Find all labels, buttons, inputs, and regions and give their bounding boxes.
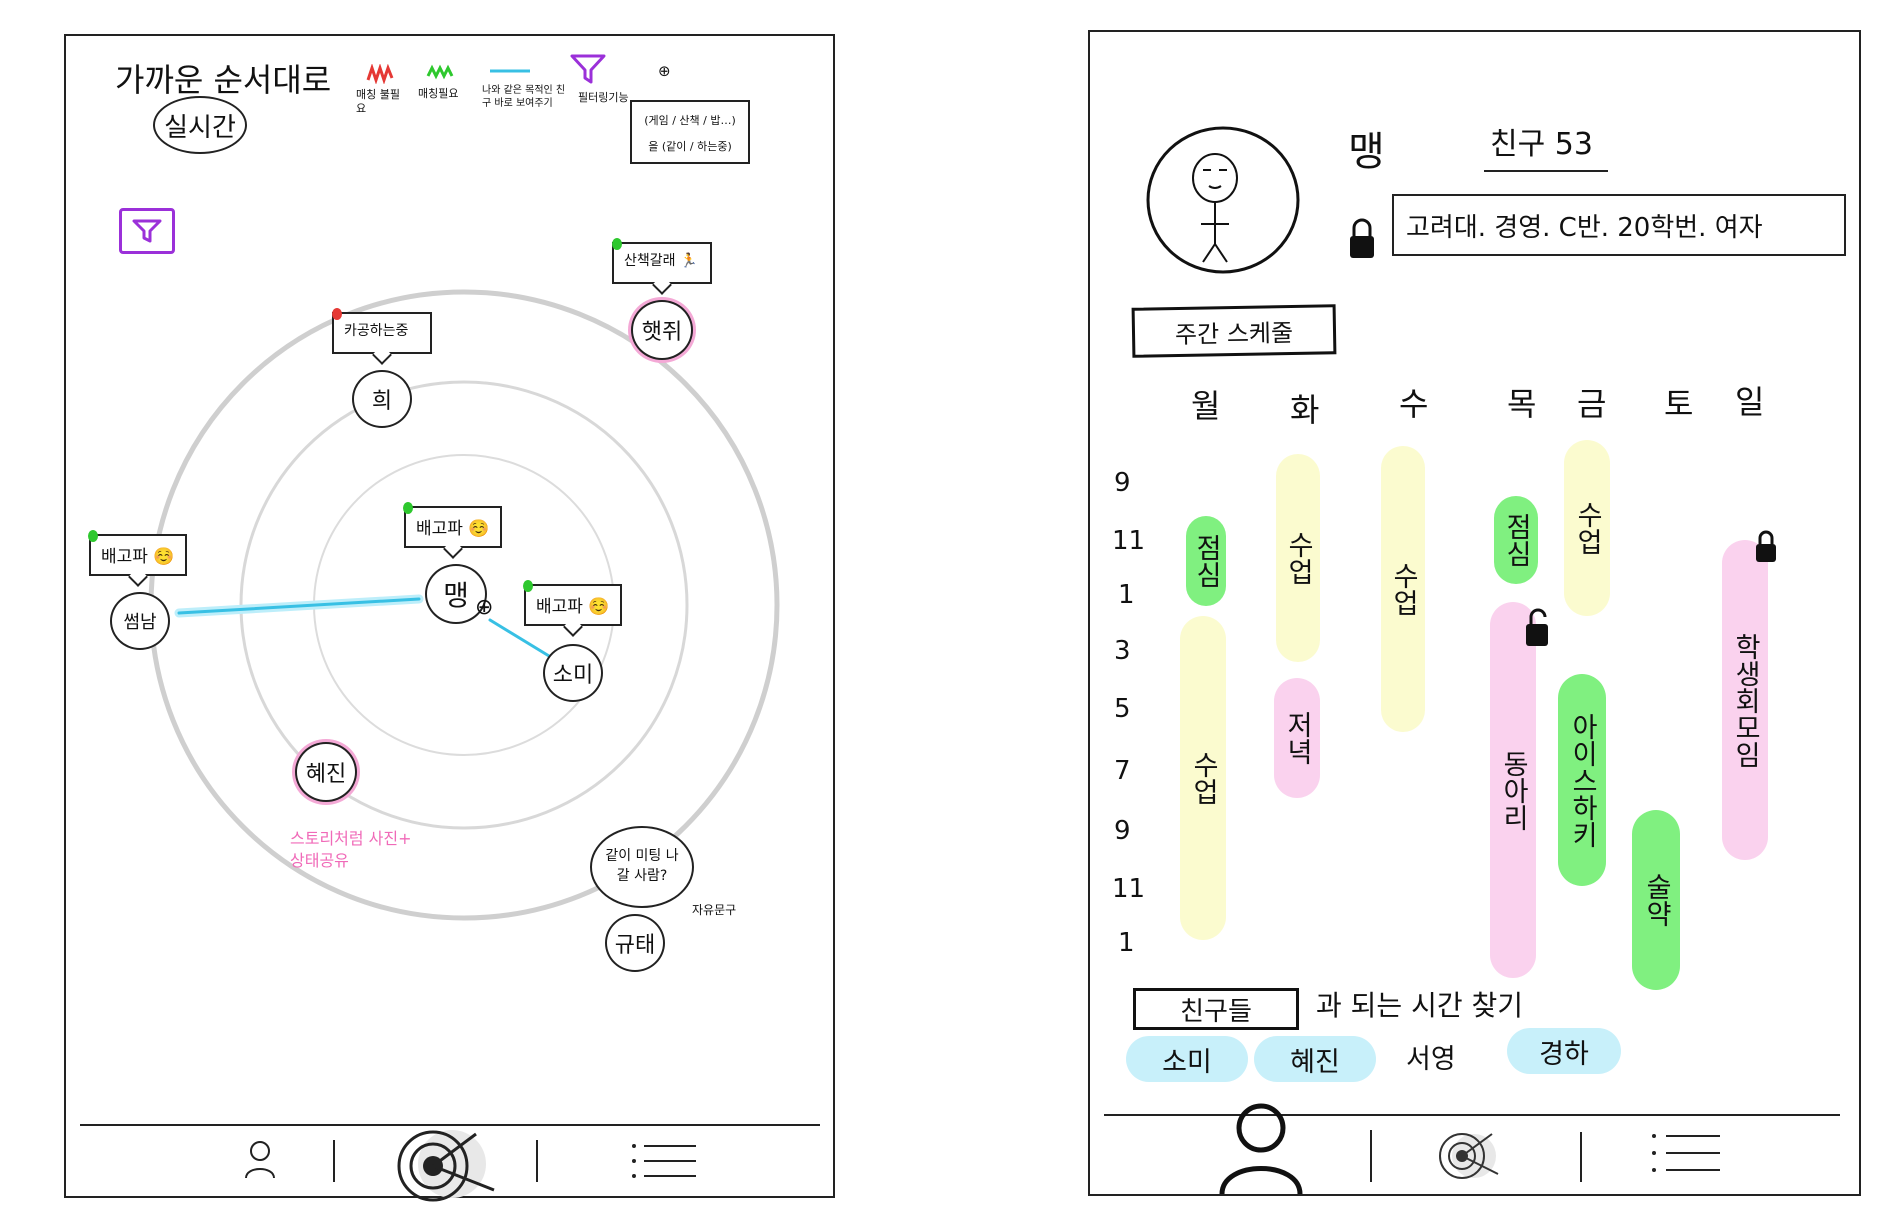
green-status-dot	[403, 502, 413, 514]
green-status-dot	[612, 238, 622, 250]
red-status-dot	[332, 308, 342, 320]
node-hyejin[interactable]: 혜진	[295, 742, 357, 802]
day-wed: 수	[1399, 385, 1429, 423]
bottom-nav-divider	[1104, 1114, 1840, 1116]
nav-separator	[333, 1140, 335, 1182]
hour-label: 11	[1112, 874, 1146, 904]
match-line-somi	[488, 618, 551, 658]
nav-separator	[1370, 1130, 1372, 1182]
block-thu-lunch[interactable]: 점심	[1494, 496, 1538, 584]
profile-info-box: 고려대. 경영. C반. 20학번. 여자	[1392, 194, 1846, 256]
page-title: 가까운 순서대로	[115, 61, 332, 99]
blue-line-icon	[490, 69, 530, 73]
list-tab-icon[interactable]	[1650, 1130, 1724, 1176]
block-sun-council[interactable]: 학생회모임	[1722, 540, 1768, 860]
green-status-dot	[88, 530, 98, 542]
profile-name: 맹	[1348, 129, 1385, 175]
status-tag-hetjwi: 산책갈래 🏃	[612, 242, 712, 284]
day-tue: 화	[1290, 391, 1320, 429]
friend-count-underline	[1484, 170, 1608, 172]
block-wed-class[interactable]: 수업	[1381, 446, 1425, 732]
friend-name-seoyoung[interactable]: 서영	[1406, 1044, 1456, 1075]
friend-chip-somi[interactable]: 소미	[1126, 1036, 1248, 1082]
friend-count[interactable]: 친구 53	[1490, 127, 1593, 162]
radar-rings	[148, 289, 780, 921]
plus-note-box: (게임 / 산책 / 밥…)을 (같이 / 하는중)	[630, 100, 750, 164]
hour-label: 3	[1114, 636, 1131, 666]
gyutae-free-text-note: 자유문구	[692, 903, 737, 917]
block-mon-class[interactable]: 수업	[1180, 616, 1226, 940]
unlock-icon	[1526, 608, 1548, 646]
legend-filter: 필터링기능	[578, 91, 629, 104]
avatar[interactable]	[1145, 124, 1301, 276]
lock-icon	[1756, 530, 1776, 562]
friends-label-box[interactable]: 친구들	[1133, 988, 1299, 1030]
day-fri: 금	[1577, 385, 1607, 423]
friend-chip-gyeongha[interactable]: 경하	[1507, 1028, 1621, 1074]
block-mon-lunch[interactable]: 점심	[1186, 516, 1226, 606]
block-tue-dinner[interactable]: 저녁	[1274, 678, 1320, 798]
status-tag-center: 배고파 ☺️	[404, 506, 502, 548]
green-status-dot	[523, 580, 533, 592]
profile-tab-icon[interactable]	[1216, 1102, 1306, 1196]
hour-label: 5	[1114, 694, 1131, 724]
nav-separator	[1580, 1132, 1582, 1182]
block-fri-hockey[interactable]: 아이스하키	[1558, 674, 1606, 886]
realtime-badge: 실시간	[153, 96, 247, 154]
hour-label: 9	[1114, 468, 1131, 498]
hour-label: 1	[1118, 928, 1135, 958]
schedule-title-box: 주간 스케줄	[1131, 304, 1337, 358]
hour-label: 1	[1118, 580, 1135, 610]
find-common-time-label: 과 되는 시간 찾기	[1316, 989, 1524, 1022]
block-fri-class[interactable]: 수업	[1564, 440, 1610, 616]
node-gyutae[interactable]: 규태	[605, 914, 665, 972]
plus-circle-icon[interactable]: ⊕	[475, 595, 494, 620]
node-sseomnam[interactable]: 썸남	[110, 592, 170, 650]
status-tag-somi: 배고파 ☺️	[524, 584, 622, 626]
block-tue-class[interactable]: 수업	[1276, 454, 1320, 662]
day-sun: 일	[1735, 383, 1765, 421]
node-hee[interactable]: 희	[352, 370, 412, 428]
hour-label: 7	[1114, 756, 1131, 786]
gyutae-speech-bubble: 같이 미팅 나갈 사람?	[590, 826, 694, 908]
hour-label: 9	[1114, 816, 1131, 846]
plus-circle-icon: ⊕	[658, 62, 671, 80]
legend-line: 나와 같은 목적인 친구 바로 보여주기	[482, 85, 566, 109]
day-sat: 토	[1664, 385, 1694, 423]
day-mon: 월	[1191, 387, 1221, 425]
friend-chip-hyejin[interactable]: 혜진	[1254, 1036, 1376, 1082]
filter-icon	[132, 219, 162, 243]
legend-no-match: 매칭 불필요	[356, 88, 400, 116]
status-tag-sseomnam: 배고파 ☺️	[89, 534, 187, 576]
profile-tab-icon[interactable]	[242, 1138, 278, 1182]
lock-icon	[1350, 218, 1374, 258]
block-sat-drink[interactable]: 술약	[1632, 810, 1680, 990]
filter-icon	[570, 54, 606, 84]
radar-tab-icon[interactable]	[1434, 1128, 1506, 1184]
red-scribble-icon	[366, 64, 394, 84]
list-tab-icon[interactable]	[630, 1140, 700, 1182]
status-tag-hee: 카공하는중	[332, 312, 432, 354]
bottom-nav-divider	[80, 1124, 820, 1126]
block-thu-club[interactable]: 동아리	[1490, 602, 1536, 978]
nav-separator	[536, 1140, 538, 1182]
hyejin-story-note: 스토리처럼 사진+ 상태공유	[290, 829, 412, 871]
node-somi[interactable]: 소미	[543, 644, 603, 702]
legend-match: 매칭필요	[418, 87, 459, 100]
radar-tab-icon[interactable]	[390, 1124, 502, 1204]
filter-button[interactable]	[119, 208, 175, 254]
node-center[interactable]: 맹	[425, 564, 487, 624]
match-line-sseomnam-core	[177, 597, 421, 615]
hour-label: 11	[1112, 526, 1146, 556]
node-hetjwi[interactable]: 햇쥐	[631, 300, 693, 360]
green-scribble-icon	[426, 64, 454, 80]
day-thu: 목	[1507, 385, 1537, 423]
